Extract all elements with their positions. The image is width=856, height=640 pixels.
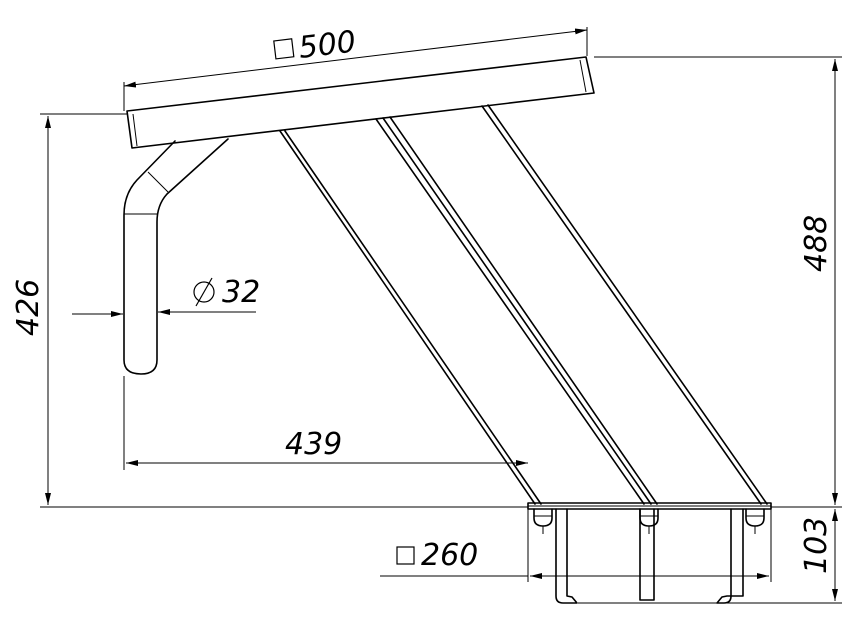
dimension-488: 488 [594,56,842,508]
base-feet [555,508,744,604]
dimension-103: 103 [578,509,842,604]
dimension-103-label: 103 [799,517,834,574]
handrail-tube [123,138,229,375]
dimension-426: 426 [11,113,528,508]
dimension-260: 260 [380,509,772,582]
dimension-diameter-32: 32 [72,275,260,317]
dimension-diameter-label: 32 [222,275,260,310]
anchor-bolts [533,508,765,534]
dimension-260-label: 260 [421,538,478,573]
square-symbol [396,546,415,565]
diagonal-legs [279,104,768,505]
dimension-439-label: 439 [285,427,342,462]
dimension-439: 439 [123,376,528,470]
dimension-488-label: 488 [799,215,834,272]
dimension-500: 500 [123,24,588,111]
diameter-symbol [193,281,215,303]
dimension-500-label: 500 [297,24,358,66]
dimension-426-label: 426 [11,279,46,336]
top-step-plate [126,56,595,149]
base-platform [527,502,772,510]
square-symbol [273,38,295,60]
